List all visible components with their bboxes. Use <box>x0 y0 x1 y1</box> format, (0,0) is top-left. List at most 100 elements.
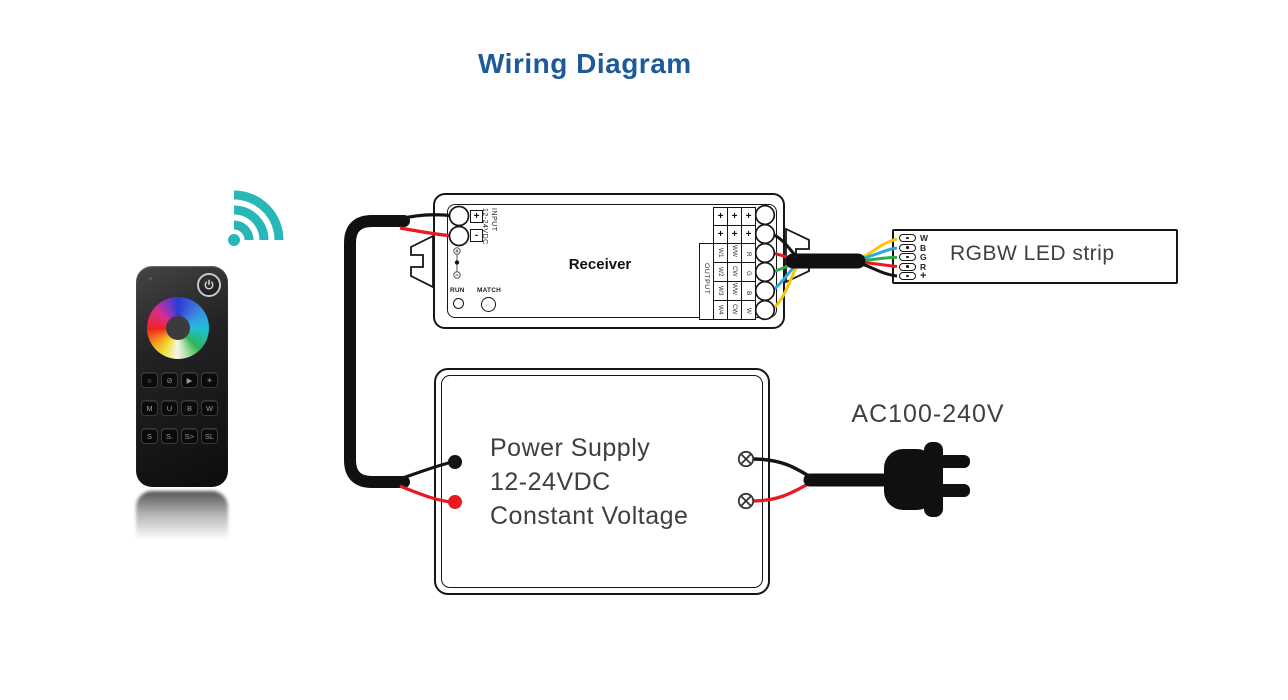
ac-plug <box>884 442 970 517</box>
plug-prong-top <box>938 455 970 468</box>
psu-line-3: Constant Voltage <box>490 502 689 530</box>
remote-button: S> <box>181 428 198 444</box>
strip-wire-red <box>854 260 898 268</box>
receiver-right-ear <box>785 227 810 284</box>
output-cell-label: WW <box>731 283 738 295</box>
output-cell: + <box>713 207 728 226</box>
remote-reflection <box>136 491 228 549</box>
input-plus-terminal: + <box>470 210 483 223</box>
output-cell-label: W4 <box>717 304 724 314</box>
output-label-cell: OUTPUT <box>699 243 714 320</box>
strip-wire-yellow <box>854 237 898 262</box>
output-cell: R <box>741 243 756 263</box>
output-cell-label: WW <box>731 245 738 257</box>
remote-button-label: ○ <box>147 375 152 385</box>
remote-button-label: ☀ <box>206 375 213 385</box>
input-label: INPUT <box>490 208 498 232</box>
psu-line-1: Power Supply <box>490 434 651 462</box>
strip-wire-green <box>854 255 898 263</box>
remote-button-label: B <box>186 403 192 413</box>
remote-button: ▶ <box>181 372 198 388</box>
remote-button-label: W <box>205 403 214 413</box>
grid-spacer <box>700 226 714 244</box>
remote-indicator-led <box>149 277 152 280</box>
output-cell: W4 <box>713 300 728 320</box>
remote-button: W <box>201 400 218 416</box>
match-label: MATCH <box>477 287 501 294</box>
remote-button-label: ⊘ <box>166 375 173 385</box>
output-cell-label: W3 <box>717 285 724 295</box>
page-title: Wiring Diagram <box>478 48 692 79</box>
pad-label-plus: + <box>920 270 927 282</box>
output-cell-label: CW <box>731 303 738 315</box>
power-supply-text: Power Supply 12-24VDC Constant Voltage <box>490 431 688 533</box>
remote-button: U <box>161 400 178 416</box>
output-cell: W1 <box>713 243 728 263</box>
run-label: RUN <box>450 287 465 294</box>
output-cell: W <box>741 300 756 320</box>
plug-flange <box>924 442 943 517</box>
output-cell: G <box>741 262 756 282</box>
power-button <box>197 273 221 297</box>
remote-button-label: ▶ <box>186 375 193 385</box>
output-cell-label: W <box>745 308 752 314</box>
wifi-icon <box>228 190 284 246</box>
strip-pad-r <box>899 262 916 271</box>
remote-button-label: S> <box>184 431 195 441</box>
output-cell: W3 <box>713 281 728 301</box>
output-cell-label: W2 <box>717 266 724 276</box>
output-cell-label: R <box>745 252 752 257</box>
pad-label-r: R <box>920 261 927 272</box>
output-cell: + <box>741 207 756 226</box>
output-cell: + <box>713 225 728 244</box>
output-cell: B <box>741 281 756 301</box>
plug-prong-bottom <box>938 484 970 497</box>
pad-label-w: W <box>920 233 929 243</box>
run-indicator <box>453 298 464 309</box>
remote-button: ☀ <box>201 372 218 388</box>
color-wheel <box>147 297 209 359</box>
output-cell-label: CW <box>731 265 738 277</box>
power-supply-inner-panel <box>441 375 763 588</box>
output-cell: + <box>741 225 756 244</box>
output-cell: + <box>727 207 742 226</box>
output-cell-label: B <box>745 290 752 295</box>
led-strip-label: RGBW LED strip <box>950 242 1115 265</box>
strip-wire-black <box>854 260 898 278</box>
remote-button-label: S <box>146 431 152 441</box>
input-voltage-label: 12-24VDC <box>481 208 489 245</box>
remote-button: M <box>141 400 158 416</box>
strip-pad-w <box>899 234 916 242</box>
remote-button: ○ <box>141 372 158 388</box>
output-cell: CW <box>727 262 742 282</box>
remote-control: ○ ⊘ ▶ ☀ M U B W S S. S> SL <box>136 266 228 487</box>
output-cell: WW <box>727 243 742 263</box>
pad-label-b: B <box>920 242 927 253</box>
strip-pad-b <box>899 243 916 252</box>
output-terminal-grid: + + + + + + OUTPUT W1 WW R W2 CW G W3 WW… <box>699 207 756 320</box>
remote-button-grid: ○ ⊘ ▶ ☀ M U B W S S. S> SL <box>141 372 218 444</box>
led-strip-box <box>892 229 1178 284</box>
remote-button-label: S. <box>165 431 174 441</box>
ac-voltage-label: AC100-240V <box>851 400 1005 428</box>
dc-power-cable <box>344 215 410 488</box>
plug-body <box>884 449 936 510</box>
match-button <box>481 297 496 312</box>
input-minus-terminal: - <box>470 229 483 242</box>
plus-sign: + <box>473 211 480 222</box>
psu-line-2: 12-24VDC <box>490 468 611 496</box>
remote-button-label: M <box>146 403 153 413</box>
remote-button: B <box>181 400 198 416</box>
output-cell: W2 <box>713 262 728 282</box>
strip-wire-blue <box>854 246 898 262</box>
grid-spacer <box>700 208 714 226</box>
output-cell: + <box>727 225 742 244</box>
minus-sign: - <box>474 230 479 241</box>
remote-button: S. <box>161 428 178 444</box>
strip-pad-g <box>899 253 916 261</box>
output-label: OUTPUT <box>703 263 710 295</box>
remote-button-label: U <box>166 403 173 413</box>
receiver-left-ear <box>410 234 434 289</box>
output-cell-label: W1 <box>717 247 724 257</box>
pad-label-g: G <box>920 252 927 262</box>
